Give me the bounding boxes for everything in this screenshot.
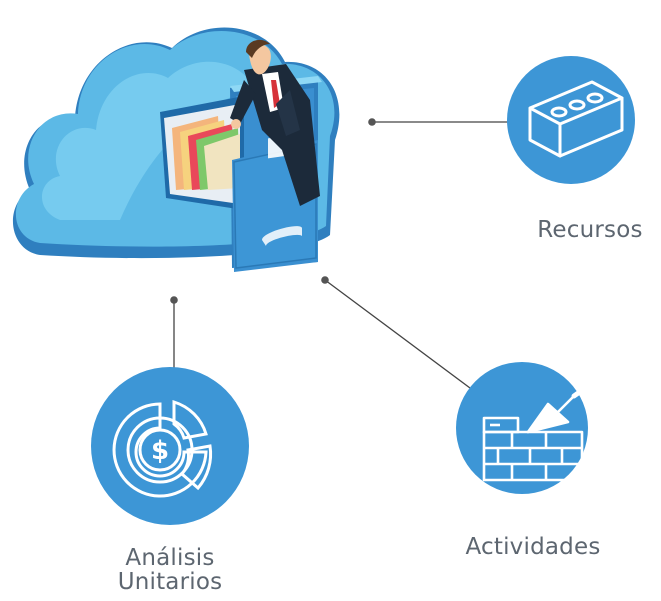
cloud-cabinet-illustration [12,27,340,272]
dollar-pie-chart-icon: $ [112,399,213,498]
node-actividades-label: Actividades [465,534,601,560]
brick-icon [528,80,624,158]
node-actividades-circle [456,362,588,494]
connector-recursos [368,118,510,126]
svg-text:$: $ [151,436,169,466]
node-analisis-label: Análisis Unitarios [100,546,240,594]
connector-actividades [321,276,471,389]
node-analisis-label-line2: Unitarios [117,569,223,595]
node-recursos-label: Recursos [537,217,643,243]
node-analisis-label-line1: Análisis [125,545,215,571]
trowel-brick-wall-icon [482,383,591,482]
